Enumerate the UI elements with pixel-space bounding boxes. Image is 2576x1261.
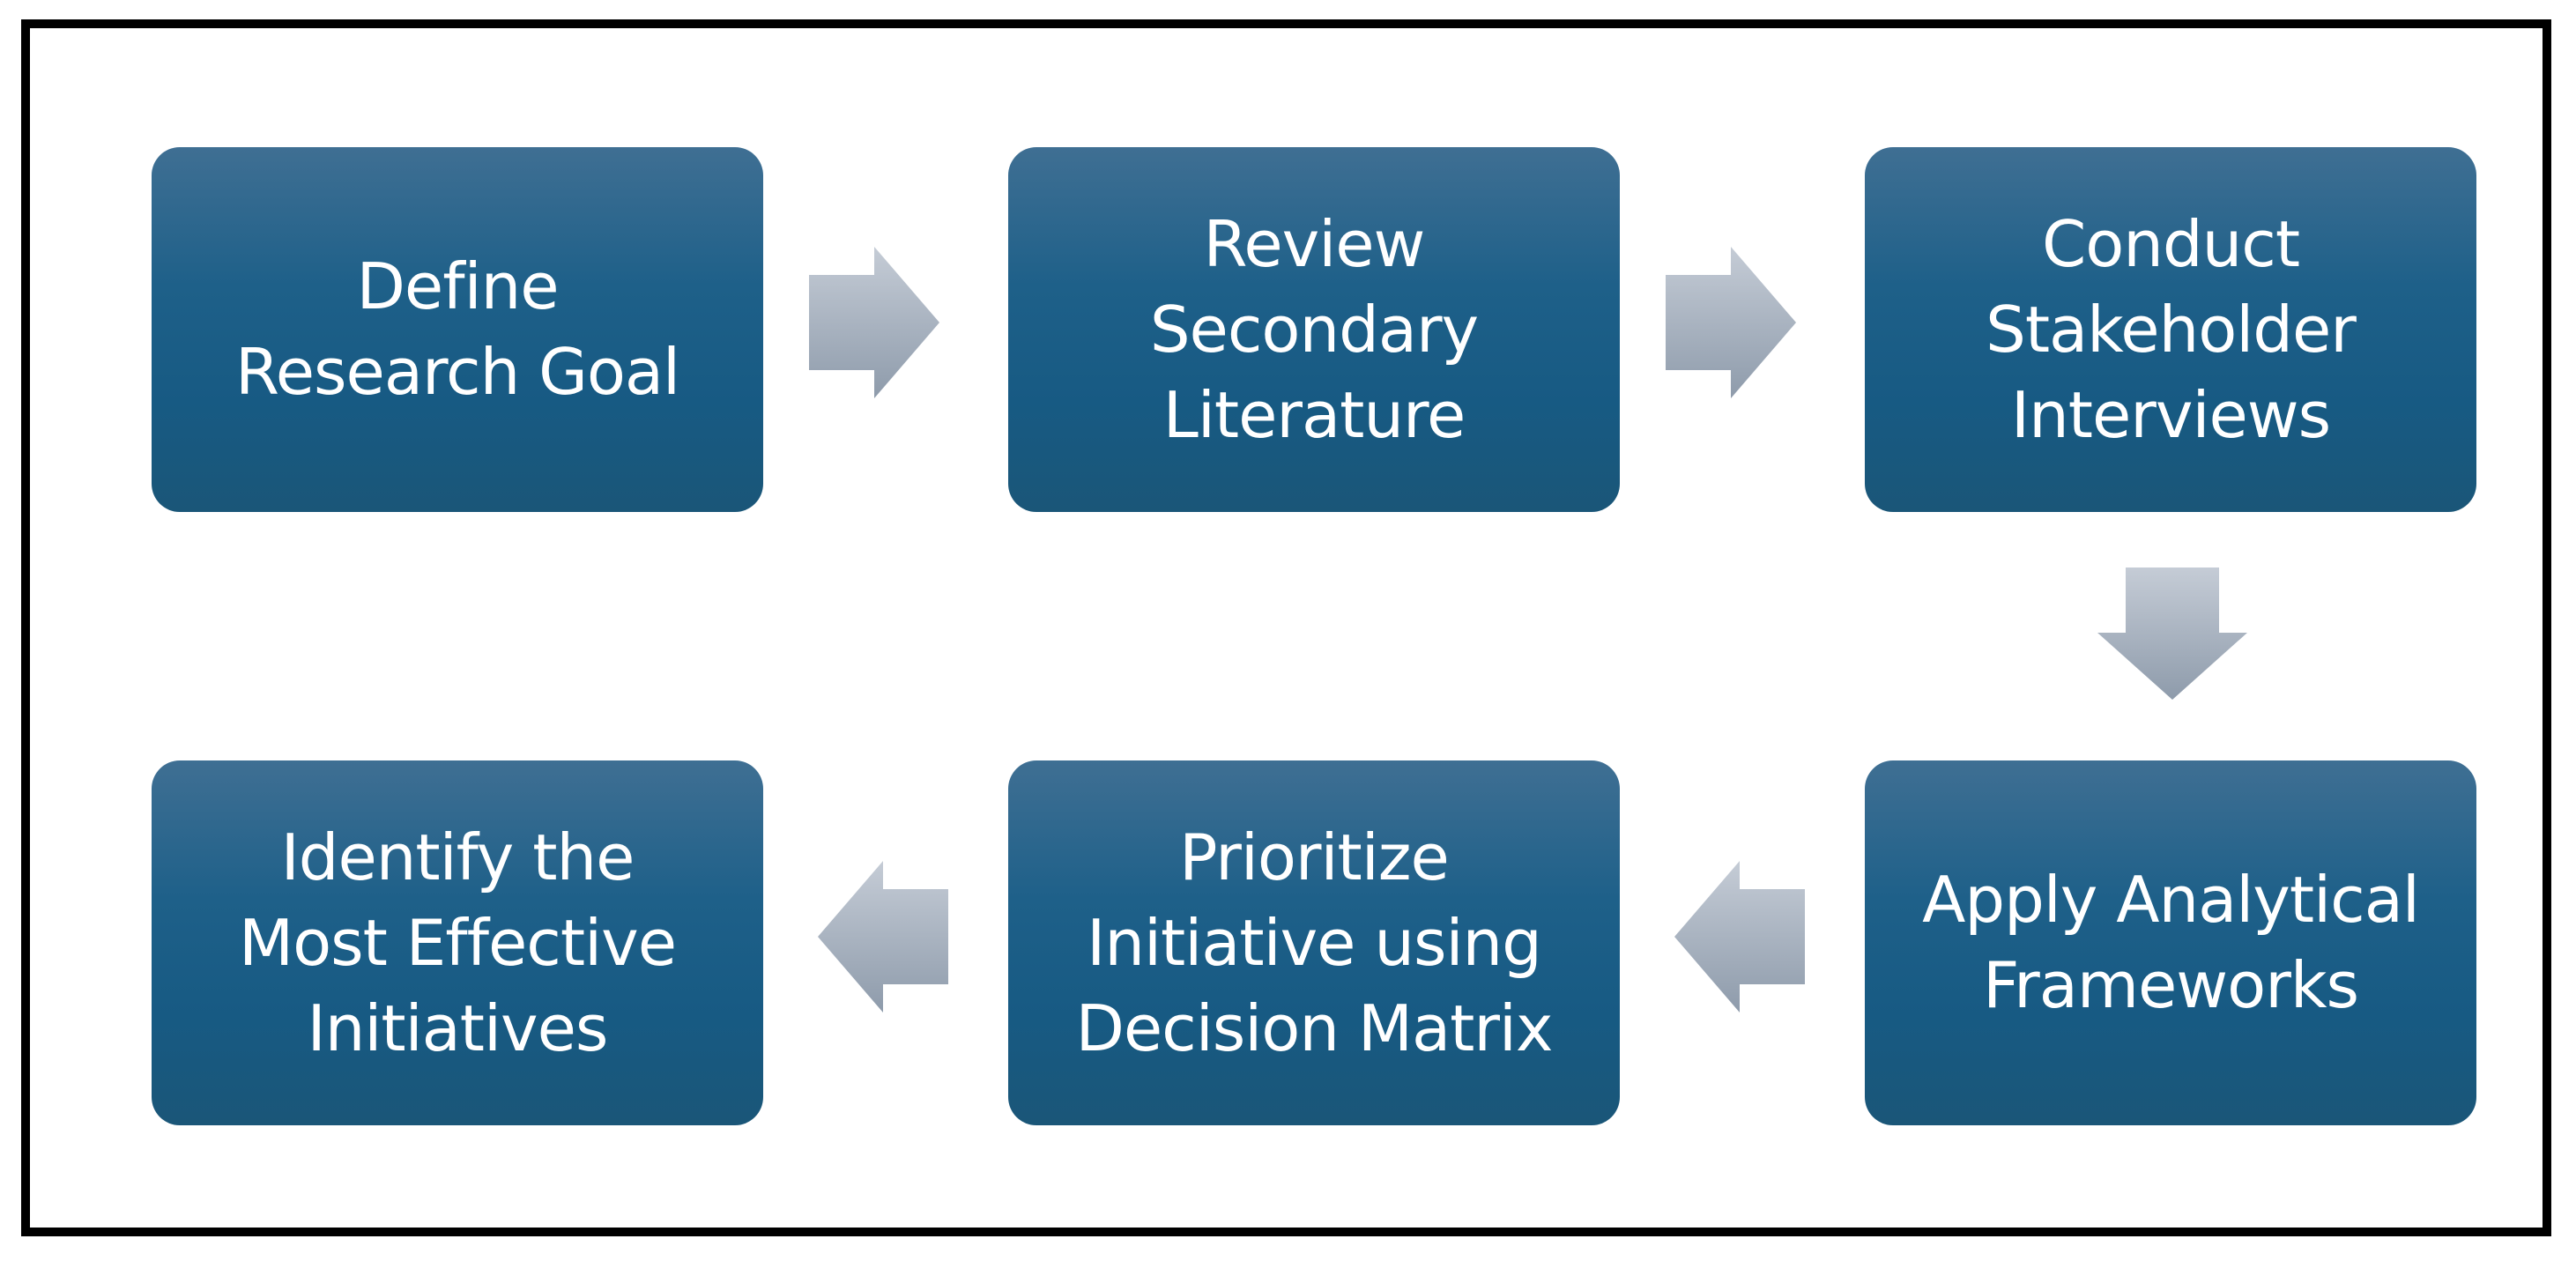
step-label: Identify the Most Effective Initiatives — [238, 820, 677, 1065]
step-label: Conduct Stakeholder Interviews — [1986, 206, 2357, 452]
step-prioritize-initiative: Prioritize Initiative using Decision Mat… — [1008, 760, 1620, 1125]
step-label: Apply Analytical Frameworks — [1922, 863, 2420, 1022]
step-identify-effective-initiatives: Identify the Most Effective Initiatives — [152, 760, 763, 1125]
arrow-right-icon — [1666, 247, 1796, 398]
arrow-down-icon — [2097, 567, 2247, 700]
step-label: Review Secondary Literature — [1149, 206, 1479, 452]
step-label: Define Research Goal — [234, 249, 680, 409]
arrow-left-icon — [1674, 861, 1805, 1013]
step-label: Prioritize Initiative using Decision Mat… — [1075, 820, 1553, 1065]
arrow-left-icon — [818, 861, 948, 1013]
step-conduct-stakeholder-interviews: Conduct Stakeholder Interviews — [1865, 147, 2476, 512]
step-define-research-goal: Define Research Goal — [152, 147, 763, 512]
diagram-frame: Define Research Goal Review Secondary Li… — [21, 19, 2551, 1236]
arrow-right-icon — [809, 247, 939, 398]
step-review-secondary-literature: Review Secondary Literature — [1008, 147, 1620, 512]
step-apply-analytical-frameworks: Apply Analytical Frameworks — [1865, 760, 2476, 1125]
